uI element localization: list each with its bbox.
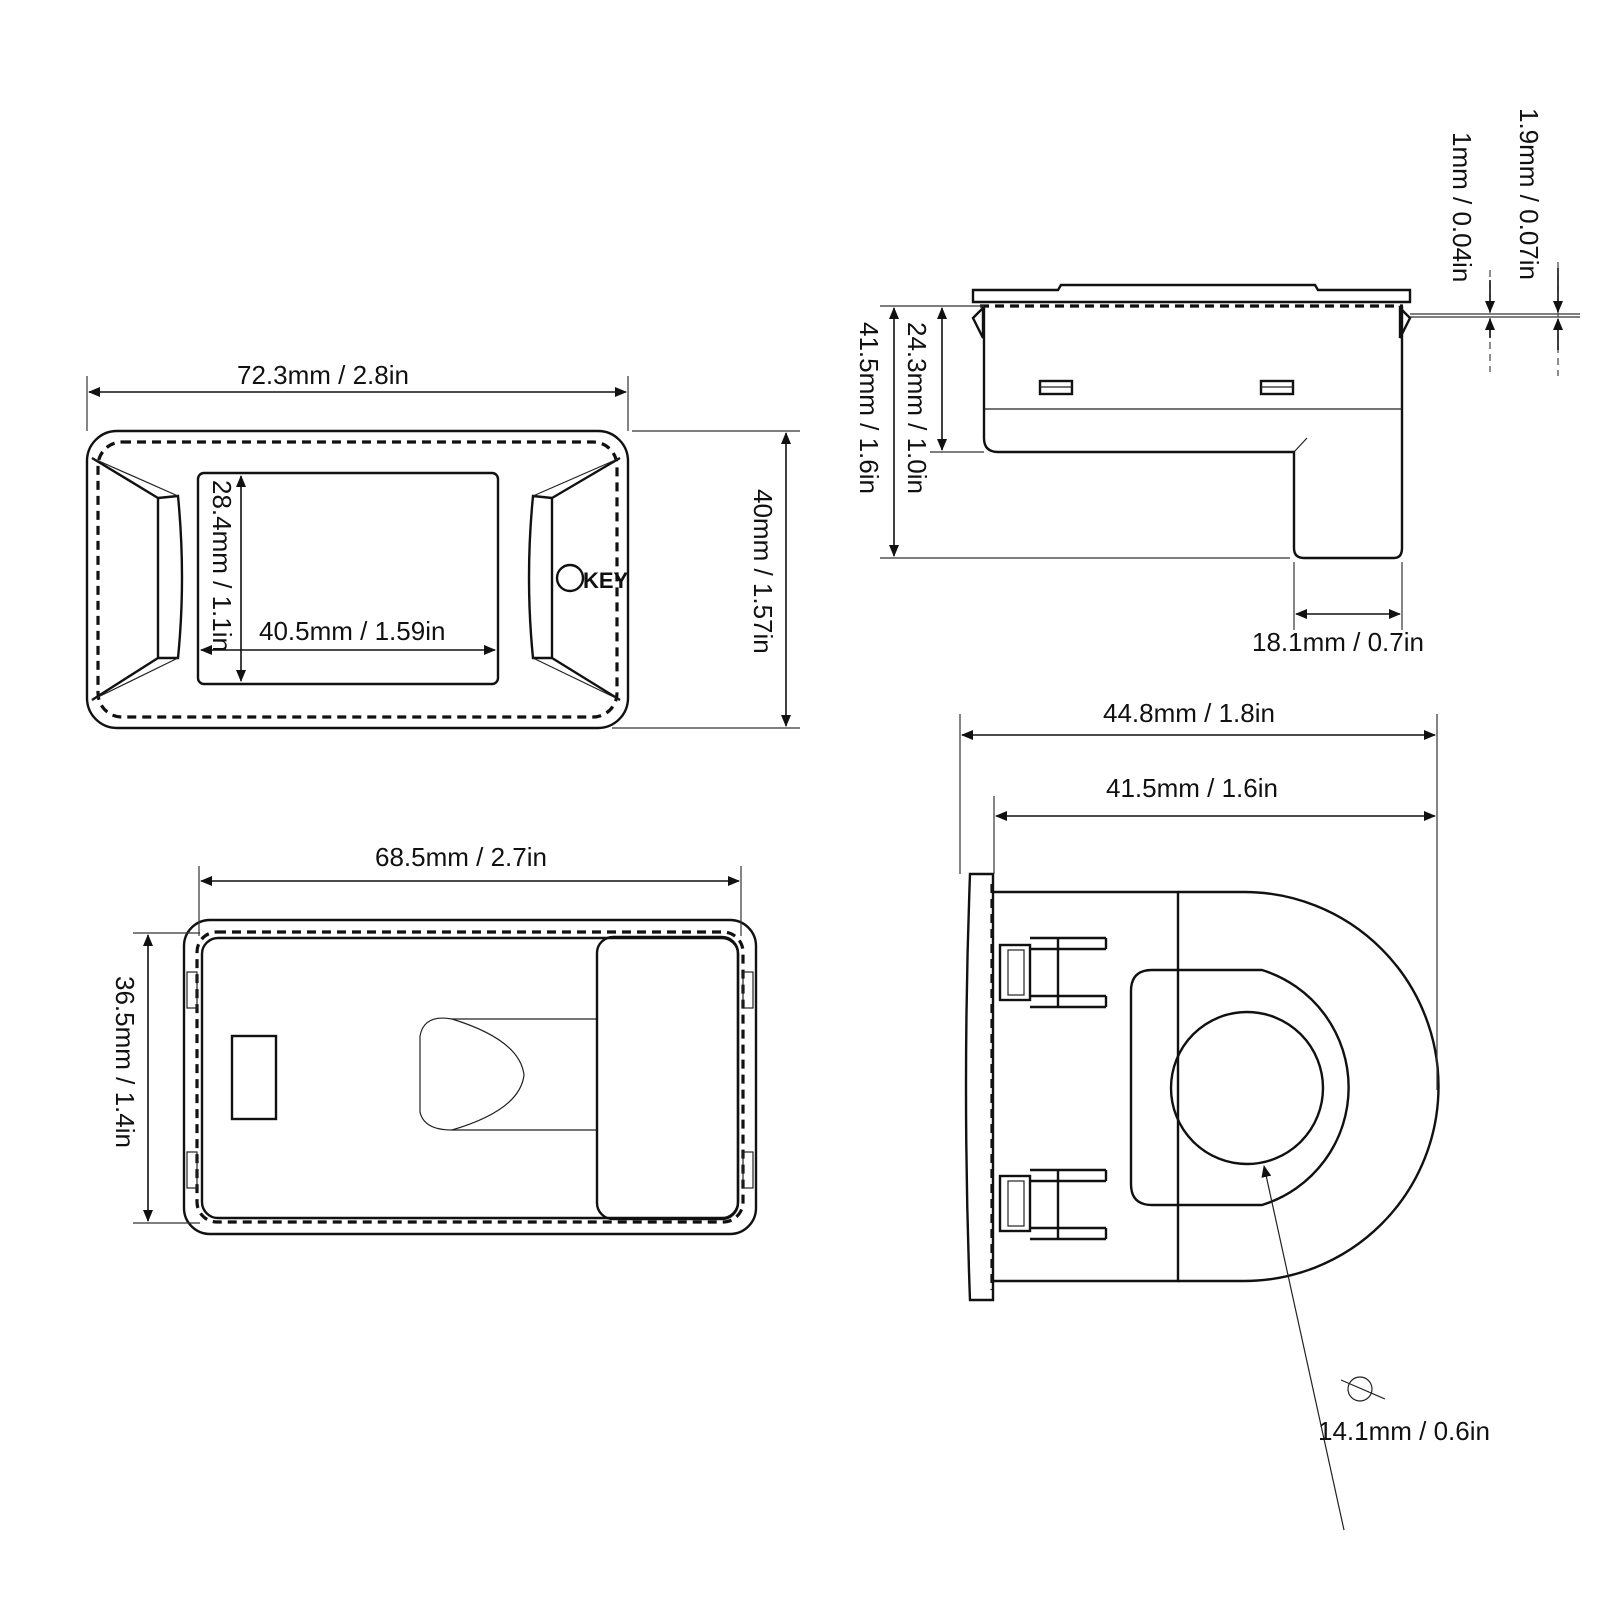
- side-tail-width-label: 18.1mm / 0.7in: [1252, 627, 1424, 657]
- hole-diameter-leader: [1261, 1165, 1345, 1531]
- top-body: [993, 890, 1180, 1283]
- back-body-height-label: 36.5mm / 1.4in: [110, 976, 140, 1148]
- back-body: [200, 936, 740, 1220]
- key-button-icon: [555, 563, 585, 593]
- front-housing-outline: [85, 429, 630, 730]
- back-window: [230, 1034, 278, 1121]
- side-body: [982, 306, 1404, 560]
- top-overall-depth-label: 44.8mm / 1.8in: [1103, 698, 1275, 728]
- back-cable-outline: [419, 1017, 598, 1131]
- front-right-panel: [550, 456, 621, 702]
- front-screen-width-label: 40.5mm / 1.59in: [259, 616, 445, 646]
- top-clamp-ring: [1178, 890, 1440, 1283]
- back-housing-outline: [182, 918, 758, 1236]
- front-left-panel: [91, 456, 160, 702]
- side-flange-thickness-label: 1.9mm / 0.07in: [1514, 108, 1544, 280]
- top-body-depth-label: 41.5mm / 1.6in: [1106, 773, 1278, 803]
- top-inner-clamp: [1129, 968, 1350, 1207]
- front-screen-height-label: 28.4mm / 1.1in: [207, 480, 237, 652]
- diameter-symbol-icon: [1347, 1376, 1373, 1402]
- front-housing-dashed-bezel: [96, 440, 619, 719]
- side-top-flange: [971, 283, 1412, 304]
- side-view: 24.3mm / 1.0in 41.5mm / 1.6in 18.1mm / 0…: [854, 108, 1580, 657]
- front-view: KEY 72.3mm / 2.8in 40mm / 1.57in 28.4mm …: [85, 360, 800, 730]
- front-left-panel-inner: [157, 494, 184, 660]
- back-housing-dashed-bezel: [195, 930, 745, 1224]
- back-body-width-label: 68.5mm / 2.7in: [375, 842, 547, 872]
- side-body-depth-label: 24.3mm / 1.0in: [902, 322, 932, 494]
- top-view: 44.8mm / 1.8in 41.5mm / 1.6in 14.1mm / 0…: [959, 698, 1490, 1531]
- front-screen: [196, 471, 500, 686]
- front-right-panel-inner: [527, 494, 553, 660]
- side-total-depth-label: 41.5mm / 1.6in: [854, 322, 884, 494]
- front-overall-height-label: 40mm / 1.57in: [748, 489, 778, 654]
- front-overall-width-label: 72.3mm / 2.8in: [237, 360, 409, 390]
- top-front-flange: [964, 872, 995, 1302]
- top-hole: [1169, 1010, 1325, 1166]
- side-lip-thickness-label: 1mm / 0.04in: [1447, 132, 1477, 282]
- back-view: 68.5mm / 2.7in 36.5mm / 1.4in: [110, 842, 758, 1236]
- key-label: KEY: [583, 568, 629, 593]
- back-tail-block: [595, 935, 740, 1221]
- top-hole-diameter-label: 14.1mm / 0.6in: [1318, 1416, 1490, 1446]
